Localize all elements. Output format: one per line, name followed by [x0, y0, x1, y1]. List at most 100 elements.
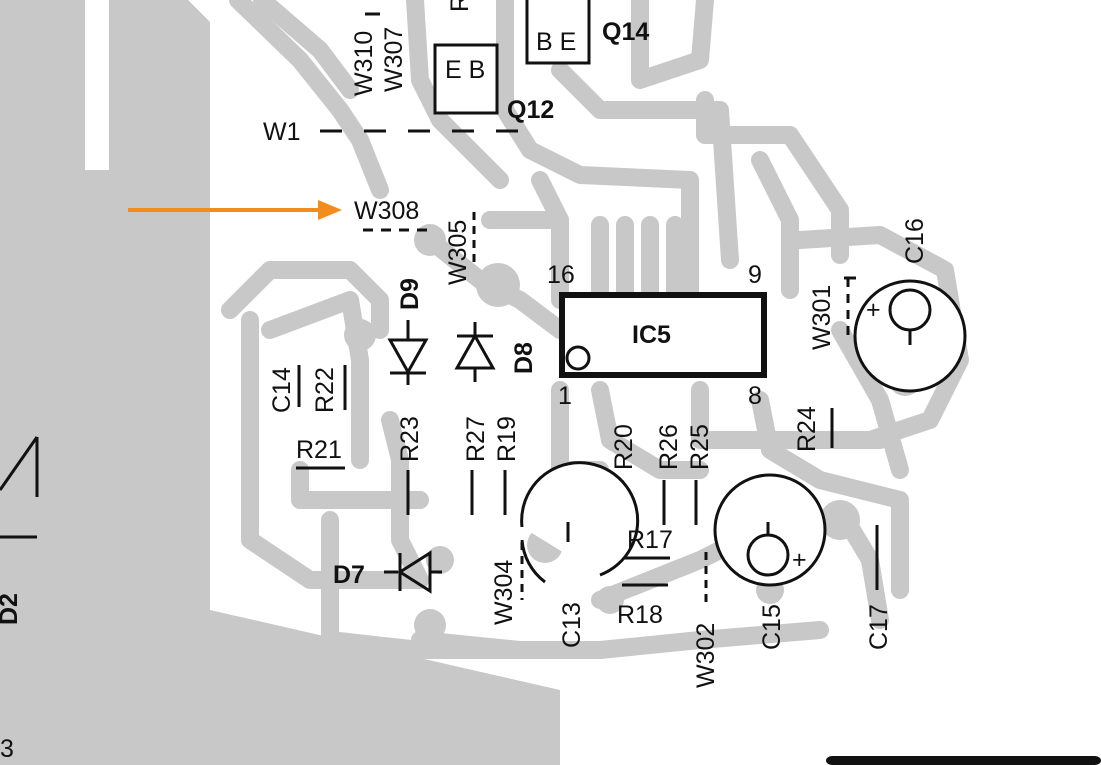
- c15-plus: +: [792, 546, 807, 574]
- q12-pins: E B: [445, 56, 485, 84]
- ic5-label: IC5: [632, 321, 671, 349]
- r22-label: R22: [311, 367, 339, 413]
- trace: [751, 391, 909, 599]
- q14-body: [525, 0, 591, 65]
- trace: [531, 171, 569, 229]
- pad: [414, 224, 446, 256]
- resistor-r27: R27: [462, 416, 490, 515]
- ic5-pin9: 9: [748, 261, 762, 289]
- ic5-pin8: 8: [748, 382, 762, 410]
- resistor-r21: R21: [296, 436, 345, 470]
- trace: [631, 0, 714, 89]
- trace: [691, 381, 889, 449]
- trace: [411, 621, 829, 659]
- ic-ic5: IC5 16 9 1 8: [547, 261, 767, 410]
- diode-d2-partial: D2: [0, 436, 39, 625]
- top-left-white-strip: [85, 0, 109, 170]
- transistor-q12: E B Q12: [433, 43, 554, 124]
- c15-label: C15: [758, 604, 786, 650]
- resistor-r22: R22: [311, 365, 347, 413]
- pad: [414, 609, 446, 641]
- w302-label: W302: [692, 623, 720, 688]
- capacitor-c15: + C15: [713, 473, 827, 650]
- r23-label: R23: [396, 416, 424, 462]
- ic5-pin16: 16: [547, 261, 575, 289]
- transistor-q14: B E Q14: [525, 0, 649, 65]
- d9-label: D9: [396, 278, 424, 310]
- r14-label: R14: [446, 0, 474, 12]
- d2-diagonal: [0, 436, 39, 491]
- resistor-r25: R25: [686, 424, 714, 525]
- q14-label: Q14: [602, 18, 649, 46]
- capacitor-c14: C14: [268, 365, 301, 413]
- pad: [820, 500, 860, 540]
- capacitor-c13: C13: [520, 461, 640, 648]
- r26-label: R26: [655, 424, 683, 470]
- d8-triangle: [454, 332, 496, 370]
- resistor-r19: R19: [493, 416, 521, 515]
- w310-label: W310: [350, 31, 378, 96]
- w301-label: W301: [808, 285, 836, 350]
- trace: [751, 151, 799, 299]
- q14-pins: B E: [536, 28, 576, 56]
- trace: [591, 381, 709, 479]
- r24-label: R24: [793, 406, 821, 452]
- jumper-w301: W301: [808, 276, 856, 350]
- ic5-pin1-notch: [565, 345, 591, 371]
- left-copper-area: [0, 0, 560, 765]
- diode-d7: D7: [333, 550, 442, 594]
- c16-plus: +: [866, 296, 881, 324]
- jumper-w308: W308: [354, 197, 435, 232]
- diode-d8: D8: [454, 322, 538, 382]
- resistor-r18: R18: [617, 583, 668, 629]
- q12-body: [433, 43, 499, 115]
- capacitor-c16: + C16: [853, 218, 967, 393]
- resistor-r23: R23: [396, 416, 424, 515]
- pad: [476, 263, 520, 307]
- corner-number-label: 3: [0, 735, 14, 763]
- r25-label: R25: [686, 424, 714, 470]
- orange-pointer-arrow: [128, 200, 342, 220]
- c17-label: C17: [865, 604, 893, 650]
- w305-label: W305: [444, 220, 472, 285]
- pad: [596, 586, 624, 614]
- r14-box: [444, 0, 492, 10]
- r20-label: R20: [610, 424, 638, 470]
- resistor-r26: R26: [655, 424, 683, 525]
- capacitor-c17: C17: [865, 525, 893, 650]
- c13-label: C13: [558, 602, 586, 648]
- c15-outline: [713, 473, 827, 587]
- r21-label: R21: [296, 436, 342, 464]
- c13-outline: [520, 461, 640, 577]
- resistor-r14-partial: R14: [444, 0, 492, 12]
- bottom-right-dark-bar: [826, 756, 1101, 765]
- pad: [344, 319, 376, 351]
- pad: [426, 546, 454, 574]
- w1-label: W1: [263, 118, 301, 146]
- trace: [406, 0, 509, 189]
- jumper-w304: W304: [490, 542, 524, 625]
- trace: [221, 261, 389, 339]
- jumper-w305: W305: [444, 212, 476, 285]
- trace: [381, 411, 429, 589]
- d2-label: D2: [0, 593, 23, 625]
- trace: [253, 0, 359, 99]
- d9-triangle: [387, 338, 429, 376]
- w308-label: W308: [354, 197, 419, 225]
- ic5-pin1: 1: [558, 382, 572, 410]
- r27-label: R27: [462, 416, 490, 462]
- diode-d9: D9: [387, 278, 429, 385]
- trace: [696, 91, 849, 264]
- arrow-head: [318, 200, 342, 220]
- r18-label: R18: [617, 601, 663, 629]
- w304-label: W304: [490, 560, 518, 625]
- jumper-w1: W1: [263, 118, 540, 146]
- resistor-r24: R24: [793, 406, 834, 452]
- resistor-r17: R17: [624, 526, 673, 560]
- trace: [229, 0, 389, 199]
- q12-label: Q12: [507, 96, 554, 124]
- d8-label: D8: [510, 342, 538, 374]
- ic5-body: [559, 292, 767, 378]
- trace: [831, 321, 909, 479]
